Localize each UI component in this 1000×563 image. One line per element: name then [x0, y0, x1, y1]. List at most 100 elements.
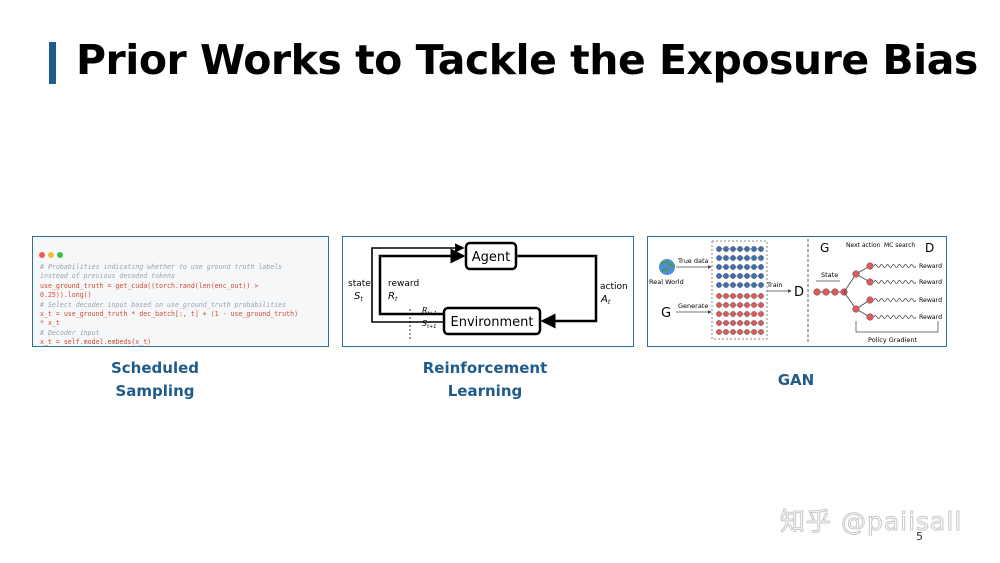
generated-token [737, 293, 743, 299]
real-token [737, 255, 743, 261]
reward-label: Reward [919, 314, 942, 321]
caption-line: Learning [447, 382, 523, 400]
state-token [831, 288, 839, 296]
generated-token [737, 302, 743, 308]
generated-token [723, 329, 729, 335]
generated-token [730, 329, 736, 335]
search-token [866, 296, 874, 304]
generated-token [716, 293, 722, 299]
generated-token [716, 320, 722, 326]
real-token [716, 246, 722, 252]
real-token [723, 282, 729, 288]
globe-land-icon [660, 261, 676, 272]
generated-token [737, 329, 743, 335]
generated-token [744, 329, 750, 335]
true-data-label: True data [677, 257, 709, 265]
mc-rollout-path [873, 298, 917, 302]
slide-title: Prior Works to Tackle the Exposure Bias [76, 36, 978, 84]
environment-box [442, 306, 542, 336]
policy-gradient-bracket [855, 321, 939, 333]
real-token [723, 246, 729, 252]
real-token [744, 282, 750, 288]
code-line: instead of previous decoded tokens [40, 272, 175, 281]
action-arrow [516, 254, 598, 329]
page-number: 5 [916, 530, 923, 543]
state-token [822, 288, 830, 296]
generated-token [730, 311, 736, 317]
code-line: x_t = self.model.embeds(x_t) [40, 338, 152, 347]
generated-token [723, 293, 729, 299]
real-token [730, 246, 736, 252]
code-block: # Probabilities indicating whether to us… [40, 263, 299, 347]
real-token [730, 264, 736, 270]
real-token [730, 255, 736, 261]
code-line: * x_t [40, 319, 60, 328]
generated-token [730, 320, 736, 326]
mc-rollout-path [873, 315, 917, 319]
generated-token [751, 320, 757, 326]
state-token [813, 288, 821, 296]
gan-diagram-panel: Real World True data G Generate Train D … [647, 236, 947, 347]
mc-search-tree [813, 262, 917, 321]
code-line: 0.25)).long() [40, 291, 92, 300]
generated-token [737, 320, 743, 326]
generated-token [751, 329, 757, 335]
search-token [866, 313, 874, 321]
generated-token [730, 302, 736, 308]
minimize-dot-icon [48, 252, 54, 258]
action-symbol: At [600, 294, 611, 306]
generated-token [723, 320, 729, 326]
state-arrow [378, 248, 466, 316]
generated-token [744, 293, 750, 299]
discriminator-mid-label: D [794, 285, 804, 300]
code-line: x_t = use_ground_truth * dec_batch[:, t]… [40, 310, 299, 319]
generate-label: Generate [678, 302, 708, 310]
real-token [758, 273, 764, 279]
generated-token [751, 311, 757, 317]
state-label: State [821, 271, 838, 279]
generated-token [751, 293, 757, 299]
reward-label: Reward [919, 297, 942, 304]
real-token [737, 264, 743, 270]
caption-line: Scheduled [110, 359, 199, 377]
generated-token [744, 320, 750, 326]
real-token [723, 255, 729, 261]
generator-left-label: G [661, 306, 671, 321]
next-action-token [852, 270, 860, 278]
generated-token [758, 311, 764, 317]
real-token [744, 273, 750, 279]
generated-token [737, 311, 743, 317]
code-line: # Select decoder input based on use_grou… [40, 300, 287, 309]
rl-diagram-panel: Agent Environment state St reward Rt act… [342, 236, 634, 347]
real-token [716, 264, 722, 270]
caption-reinforcement-learning: Reinforcement Learning [415, 357, 555, 403]
real-token [744, 264, 750, 270]
close-dot-icon [39, 252, 45, 258]
mc-search-label: MC search [884, 242, 915, 249]
real-token [758, 264, 764, 270]
generated-sequences [716, 293, 764, 335]
generated-token [716, 311, 722, 317]
caption-scheduled-sampling: Scheduled Sampling [95, 357, 215, 403]
generated-token [744, 302, 750, 308]
next-action-token [852, 305, 860, 313]
state-symbol: St [354, 291, 363, 303]
mc-rollout-path [873, 264, 917, 268]
real-token [716, 282, 722, 288]
train-label: Train [766, 281, 783, 289]
next-state-symbol: St+1 [422, 319, 436, 330]
generated-token [730, 293, 736, 299]
state-label: state [348, 279, 371, 289]
environment-label: Environment [450, 315, 533, 330]
reward-symbol: Rt [388, 291, 398, 303]
real-token [758, 255, 764, 261]
action-label: action [600, 282, 628, 292]
generated-token [758, 329, 764, 335]
search-token [866, 262, 874, 270]
reward-label: reward [388, 279, 419, 289]
gan-diagram: Real World True data G Generate Train D … [649, 239, 942, 344]
policy-gradient-label: Policy Gradient [868, 336, 918, 344]
next-reward-symbol: Rt+1 [422, 306, 437, 317]
next-action-label: Next action [846, 242, 881, 249]
